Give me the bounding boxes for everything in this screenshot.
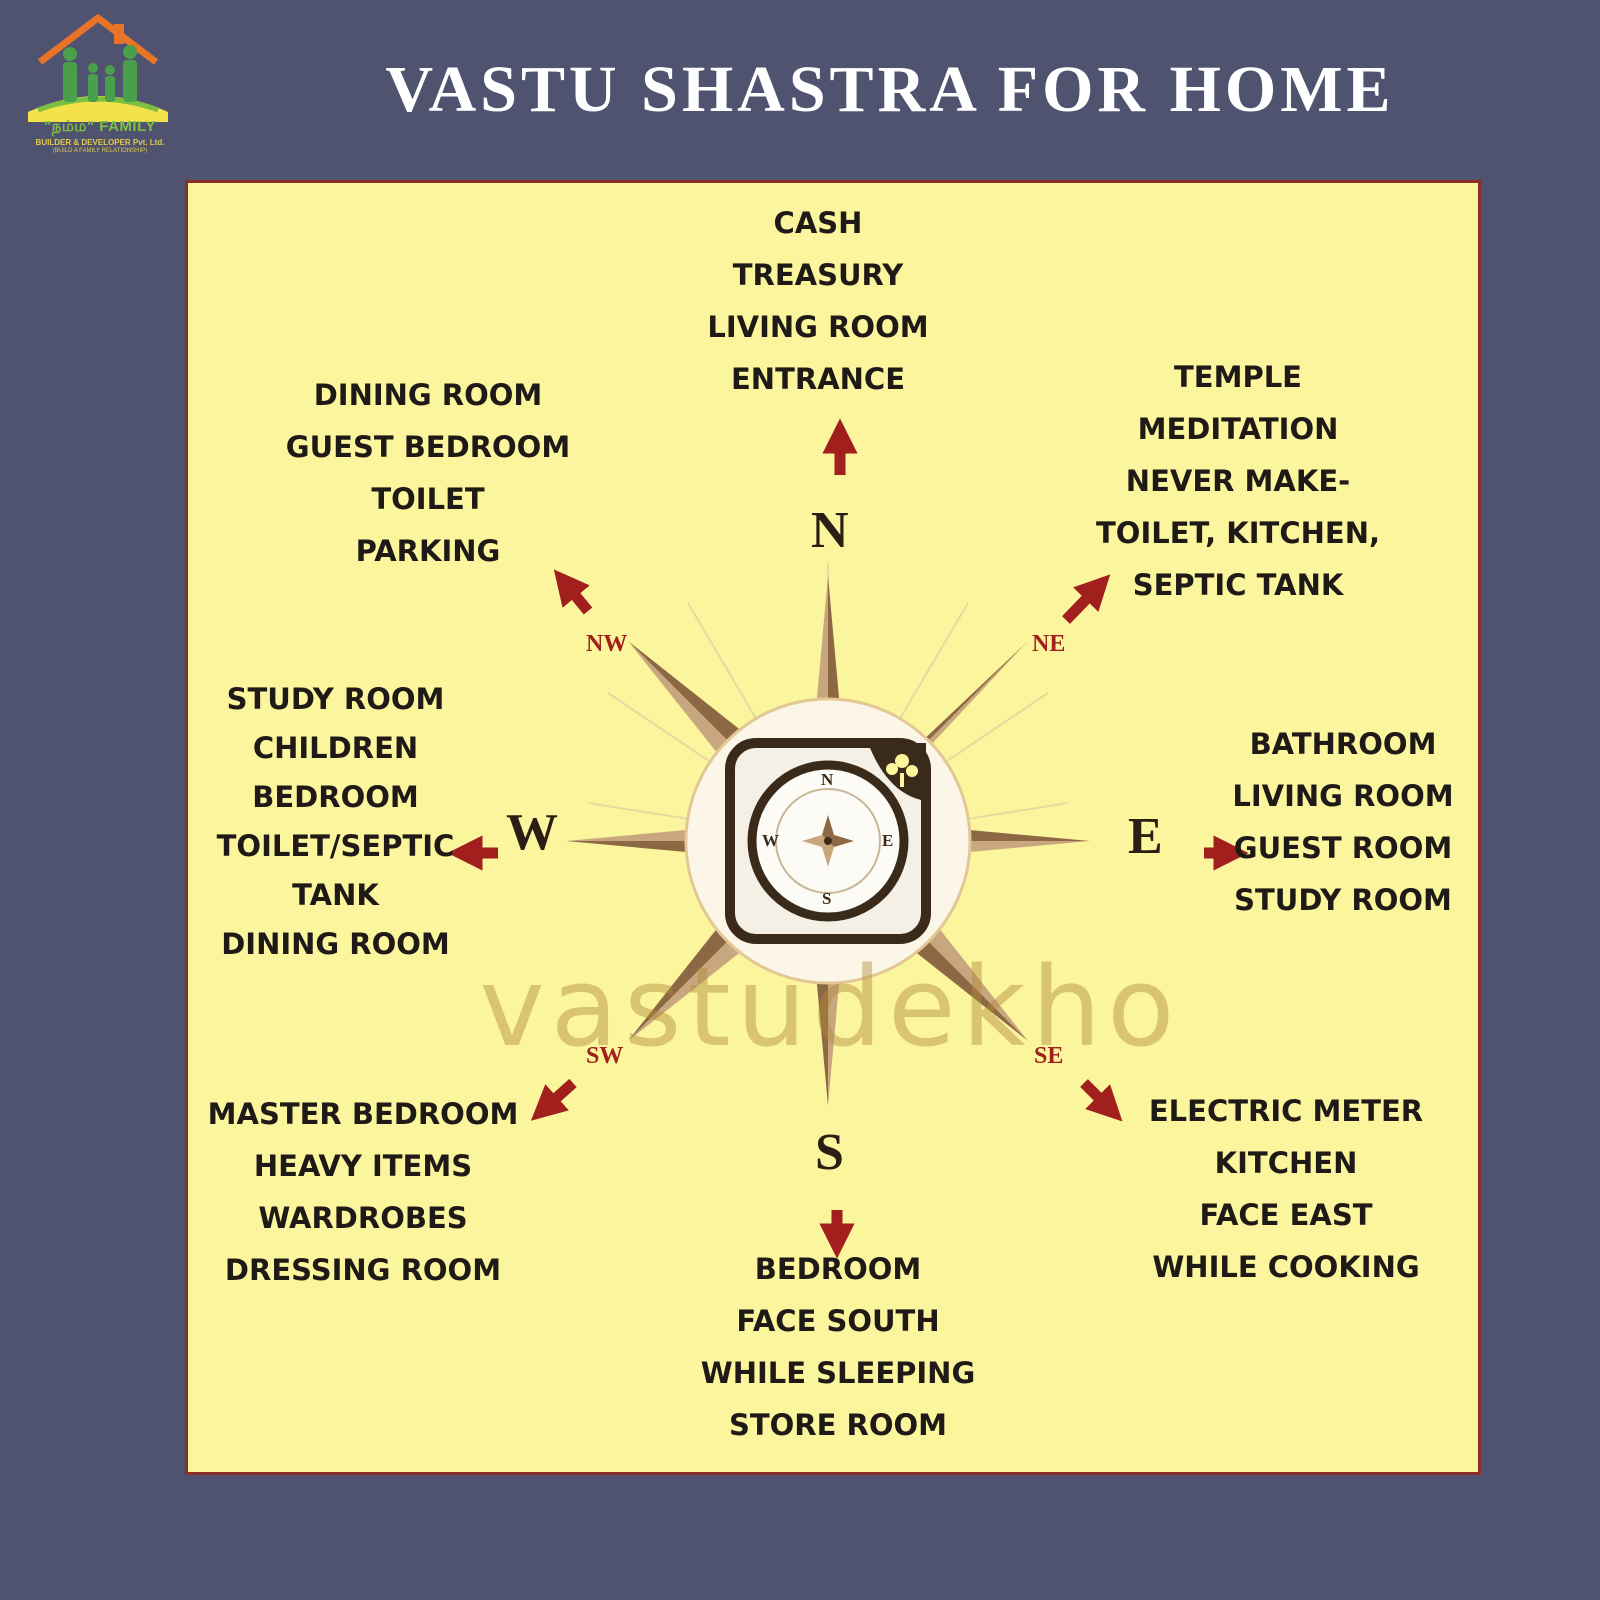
list-item: TANK xyxy=(292,878,379,912)
southeast-room-list: ELECTRIC METER KITCHEN FACE EAST WHILE C… xyxy=(1136,1085,1436,1293)
list-item: TOILET/SEPTIC xyxy=(216,829,455,863)
list-item: MASTER BEDROOM xyxy=(207,1097,519,1131)
direction-label-southeast: SE xyxy=(1034,1043,1064,1069)
logo-brand: "நம்ம" FAMILY xyxy=(44,118,156,135)
logo-tagline: (BUILD A FAMILY RELATIONSHIP) xyxy=(52,148,148,154)
list-item: GUEST ROOM xyxy=(1233,831,1453,865)
list-item: BEDROOM xyxy=(754,1252,922,1286)
west-room-list: STUDY ROOM CHILDREN BEDROOM TOILET/SEPTI… xyxy=(198,675,473,969)
direction-label-west: W xyxy=(506,804,558,861)
direction-label-north: N xyxy=(811,502,849,559)
mini-compass-w: W xyxy=(762,831,779,850)
direction-label-east: E xyxy=(1128,808,1163,865)
northwest-room-list: DINING ROOM GUEST BEDROOM TOILET PARKING xyxy=(248,369,608,577)
direction-label-southwest: SW xyxy=(586,1043,624,1069)
list-item: WHILE COOKING xyxy=(1152,1250,1420,1284)
north-room-list: CASH TREASURY LIVING ROOM ENTRANCE xyxy=(658,197,978,405)
list-item: SEPTIC TANK xyxy=(1132,568,1344,602)
direction-label-northwest: NW xyxy=(586,631,628,657)
list-item: WARDROBES xyxy=(258,1201,468,1235)
vastu-diagram-panel: vastudekho N S W E N S W E NW NE SW SE C… xyxy=(185,180,1481,1475)
list-item: STUDY ROOM xyxy=(1234,883,1452,917)
list-item: DINING ROOM xyxy=(313,378,543,412)
list-item: TOILET, KITCHEN, xyxy=(1096,516,1380,550)
house-family-icon xyxy=(28,14,168,122)
list-item: MEDITATION xyxy=(1137,412,1339,446)
list-item: CHILDREN xyxy=(252,731,419,765)
page-title: VASTU SHASTRA FOR HOME xyxy=(385,53,1395,126)
list-item: LIVING ROOM xyxy=(707,310,929,344)
direction-label-northeast: NE xyxy=(1032,631,1066,657)
list-item: BEDROOM xyxy=(252,780,419,814)
list-item: PARKING xyxy=(355,534,501,568)
list-item: LIVING ROOM xyxy=(1232,779,1454,813)
company-logo xyxy=(18,10,178,170)
list-item: CASH xyxy=(773,206,863,240)
logo-subtitle: BUILDER & DEVELOPER Pvt. Ltd. xyxy=(35,138,165,147)
southwest-room-list: MASTER BEDROOM HEAVY ITEMS WARDROBES DRE… xyxy=(198,1088,528,1296)
tree-icon xyxy=(868,743,926,801)
list-item: BATHROOM xyxy=(1249,727,1437,761)
mini-compass-n: N xyxy=(821,770,834,789)
list-item: ELECTRIC METER xyxy=(1148,1094,1424,1128)
logo-text: "நம்ம" FAMILY BUILDER & DEVELOPER Pvt. L… xyxy=(20,118,180,154)
direction-arrows xyxy=(447,418,1249,1259)
south-room-list: BEDROOM FACE SOUTH WHILE SLEEPING STORE … xyxy=(678,1243,998,1451)
east-room-list: BATHROOM LIVING ROOM GUEST ROOM STUDY RO… xyxy=(1218,718,1468,926)
list-item: STORE ROOM xyxy=(728,1408,948,1442)
list-item: STUDY ROOM xyxy=(226,682,445,716)
compass-rose-graphic xyxy=(447,418,1249,1259)
list-item: FACE EAST xyxy=(1199,1198,1373,1232)
list-item: NEVER MAKE- xyxy=(1125,464,1351,498)
list-item: TOILET xyxy=(371,482,485,516)
list-item: ENTRANCE xyxy=(731,362,905,396)
list-item: DRESSING ROOM xyxy=(224,1253,502,1287)
list-item: KITCHEN xyxy=(1214,1146,1358,1180)
mini-compass-s: S xyxy=(822,889,832,908)
list-item: WHILE SLEEPING xyxy=(700,1356,976,1390)
list-item: FACE SOUTH xyxy=(736,1304,940,1338)
list-item: TEMPLE xyxy=(1174,360,1302,394)
list-item: HEAVY ITEMS xyxy=(253,1149,473,1183)
direction-label-south: S xyxy=(815,1124,844,1181)
list-item: DINING ROOM xyxy=(221,927,450,961)
list-item: TREASURY xyxy=(732,258,904,292)
watermark-text: vastudekho xyxy=(479,943,1181,1071)
northeast-room-list: TEMPLE MEDITATION NEVER MAKE- TOILET, KI… xyxy=(1063,351,1413,611)
list-item: GUEST BEDROOM xyxy=(285,430,571,464)
mini-compass-e: E xyxy=(882,831,894,850)
